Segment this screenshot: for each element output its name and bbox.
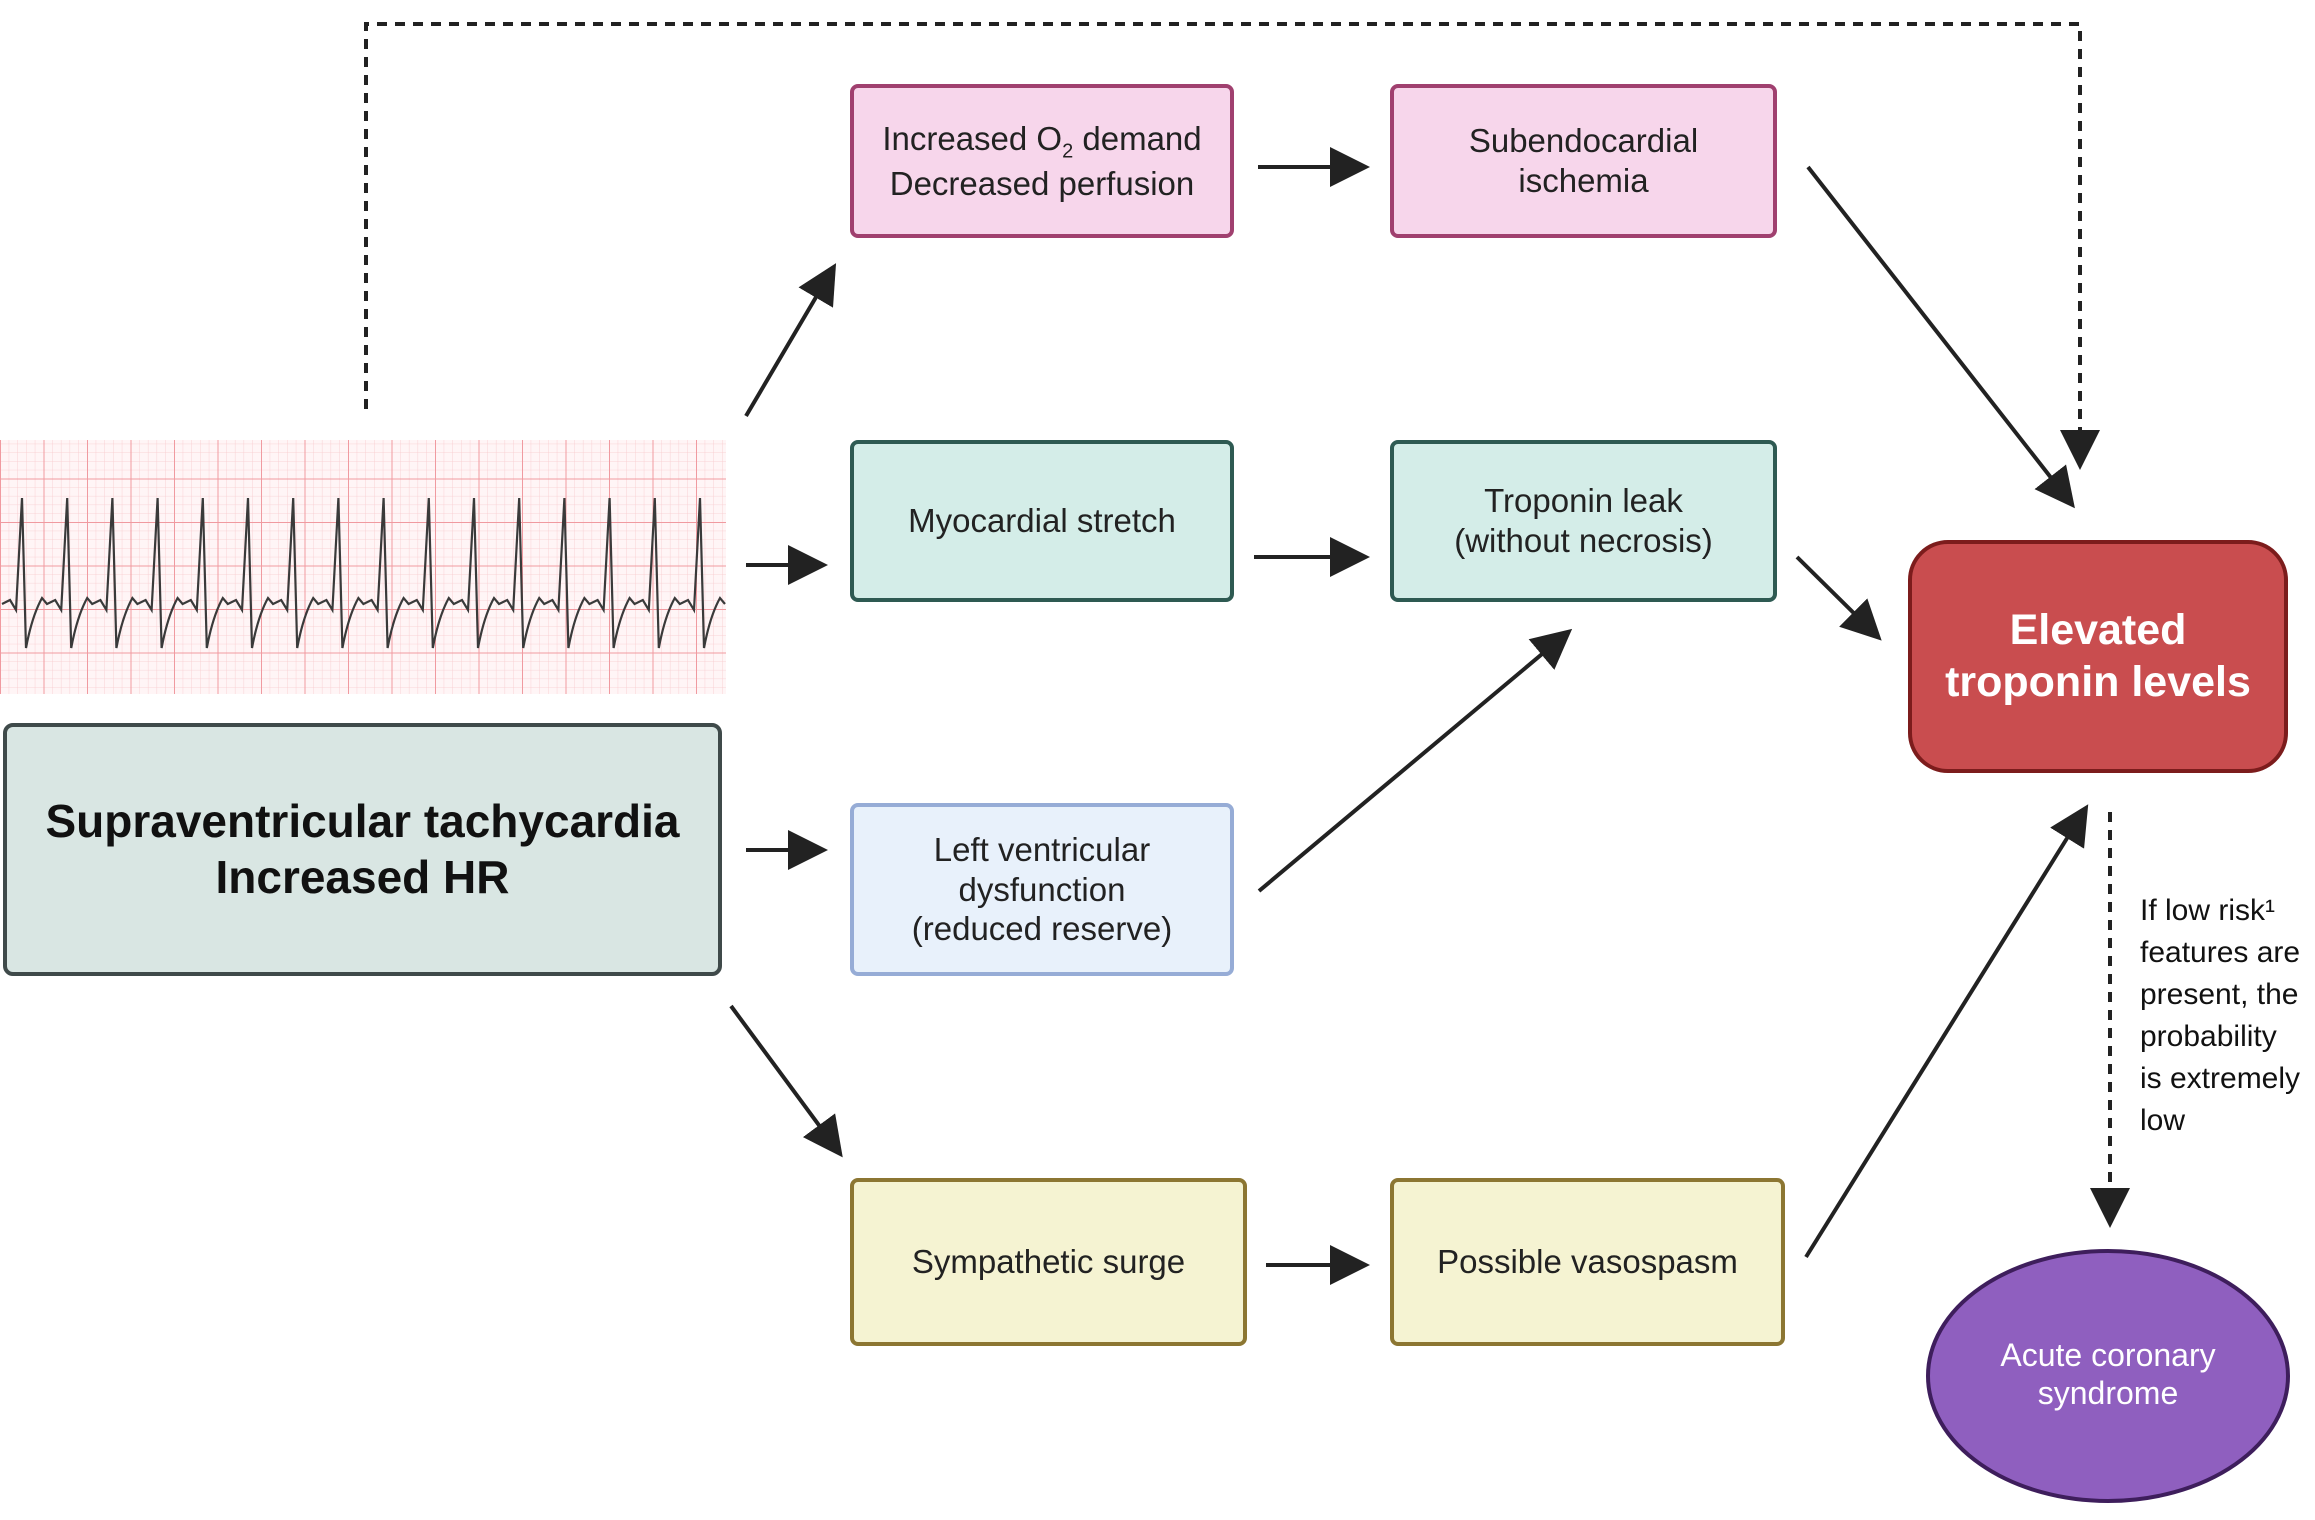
o2-demand-line2: Decreased perfusion	[889, 164, 1195, 202]
arrow-vaso-to-troponin	[1804, 804, 2089, 1259]
acs-ellipse	[1926, 1249, 2290, 1503]
dashed-connector-top	[364, 22, 2100, 470]
acs-label: Acute coronary syndrome	[2000, 1337, 2216, 1411]
ecg-strip	[0, 440, 726, 694]
arrow-leak-to-troponin	[1795, 555, 1882, 641]
troponin-leak-box: Troponin leak (without necrosis)	[1390, 440, 1777, 602]
o2-subscript: 2	[1062, 140, 1074, 163]
myocardial-stretch-box: Myocardial stretch	[850, 440, 1234, 602]
elevated-troponin-box: Elevated troponin levels	[1908, 540, 2288, 773]
o2-demand-line1: Increased O2 demand	[882, 119, 1201, 164]
svt-line2: Increased HR	[215, 850, 510, 903]
svt-line1: Supraventricular tachycardia	[45, 795, 680, 848]
arrow-lv-to-leak	[1257, 628, 1573, 893]
lv-dysfunction-box: Left ventricular dysfunction (reduced re…	[850, 803, 1234, 976]
svt-box: Supraventricular tachycardia Increased H…	[3, 723, 722, 976]
arrow-sub-to-troponin	[1806, 165, 2075, 509]
sympathetic-surge-box: Sympathetic surge	[850, 1178, 1247, 1346]
subendocardial-ischemia-box: Subendocardial ischemia	[1390, 84, 1777, 238]
arrow-to-sympathetic	[729, 1004, 843, 1158]
low-risk-note: If low risk¹ features are present, the p…	[2140, 894, 2301, 1137]
arrow-ecg-to-o2	[744, 263, 837, 418]
vasospasm-box: Possible vasospasm	[1390, 1178, 1785, 1346]
o2-suffix: demand	[1073, 119, 1202, 157]
ecg-trace	[1, 497, 726, 649]
o2-demand-box: Increased O2 demand Decreased perfusion	[850, 84, 1234, 238]
o2-prefix: Increased O	[882, 119, 1063, 157]
